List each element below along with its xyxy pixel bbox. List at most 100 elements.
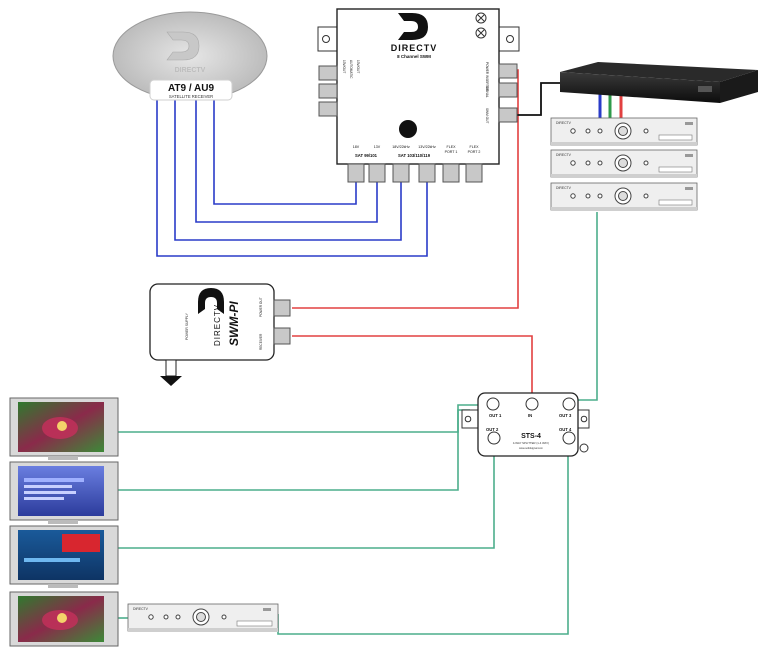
pi-brand: DIRECTV xyxy=(213,304,222,346)
splitter-name: STS-4 xyxy=(521,433,541,440)
pi-power-cord xyxy=(165,359,177,377)
dvr-front xyxy=(560,72,720,103)
swm-right-port-label-3: SWM OUT xyxy=(485,108,489,123)
swm-power-inserter: DIRECTV SWM-PI POWER SUPPLY POWER OUT RE… xyxy=(149,283,291,386)
receiver-2-brand: DIRECTV xyxy=(556,153,572,157)
green-cable-out4-to-receiver xyxy=(277,444,569,635)
receiver-4: DIRECTV xyxy=(127,603,279,632)
pi-port-receiver xyxy=(273,327,291,345)
receiver-1: DIRECTV xyxy=(550,117,698,146)
swm-multiswitch: DIRECTV 8 Channel SWM 13V/OUT AUTOMATIC … xyxy=(317,8,520,183)
splitter-port-out4 xyxy=(562,431,576,445)
receiver-3: DIRECTV xyxy=(550,182,698,211)
splitter-sts4: OUT 1 IN OUT 3 OUT 2 OUT 4 STS-4 4-WAY S… xyxy=(461,392,590,457)
swm-bottom-ports xyxy=(347,163,483,183)
receiver-3-button-icon xyxy=(570,193,576,199)
splitter-port-out2 xyxy=(487,431,501,445)
swm-bottom-label-2: 13V xyxy=(374,145,381,149)
swm-right-port-1 xyxy=(498,63,518,79)
splitter-port-in xyxy=(525,397,539,411)
black-cable-swm-to-dvr xyxy=(505,82,560,116)
pi-logo-icon xyxy=(198,288,224,314)
swm-group-label-2: SAT 103/110/119 xyxy=(398,153,431,158)
swm-bottom-label-5b: PORT 1 xyxy=(445,150,458,154)
blue-cables xyxy=(156,96,428,257)
black-cables xyxy=(505,82,560,116)
dish-subtitle: SATELLITE RECEIVER xyxy=(169,94,213,99)
splitter-label-out2: OUT 2 xyxy=(486,427,499,432)
blue-cable-1 xyxy=(213,96,357,205)
swm-right-port-2 xyxy=(498,82,518,98)
swm-left-port-3 xyxy=(318,101,338,117)
splitter-label-out1: OUT 1 xyxy=(489,413,502,418)
pi-port-power xyxy=(273,299,291,317)
swm-bottom-port-1 xyxy=(347,163,365,183)
pi-power-arrow-icon xyxy=(160,376,182,386)
swm-center-indicator xyxy=(399,120,417,138)
green-cable-out1-to-tv1 xyxy=(118,404,488,433)
swm-bottom-port-2 xyxy=(368,163,386,183)
rgb-cables xyxy=(598,92,612,118)
green-cable-receiver-to-splitter xyxy=(577,212,598,401)
receiver-2: DIRECTV xyxy=(550,149,698,178)
blue-cable-3 xyxy=(174,96,402,241)
tv-3 xyxy=(9,525,119,588)
swm-left-ports: 13V/OUT AUTOMATIC 13V/OUT xyxy=(318,60,360,117)
receiver-4-brand: DIRECTV xyxy=(133,607,149,611)
swm-right-port-label-2: SIGNAL xyxy=(485,86,489,98)
green-cable-out2-to-tv3 xyxy=(118,444,495,549)
dvr-box xyxy=(560,62,758,103)
swm-bottom-port-4 xyxy=(418,163,436,183)
satellite-dish: DIRECTV AT9 / AU9 SATELLITE RECEIVER xyxy=(112,11,268,101)
green-cable-splitter-to-tv2 xyxy=(118,409,470,491)
swm-bottom-label-1: 18V xyxy=(353,145,360,149)
tv-1 xyxy=(9,397,119,460)
swm-left-port-label-3: 13V/OUT xyxy=(356,60,360,73)
swm-bottom-label-6b: PORT 2 xyxy=(468,150,481,154)
receiver-1-brand: DIRECTV xyxy=(556,121,572,125)
swm-bottom-label-3: 18V/22kHz xyxy=(392,145,410,149)
swm-bottom-label-6: FLEX xyxy=(470,145,480,149)
swm-bottom-port-3 xyxy=(392,163,410,183)
swm-left-port-2 xyxy=(318,83,338,99)
swm-bottom-label-4: 13V/22kHz xyxy=(418,145,436,149)
dish-logo-icon xyxy=(166,31,200,61)
swm-bottom-labels: 18V 13V 18V/22kHz 13V/22kHz FLEX PORT 1 … xyxy=(353,145,481,158)
splitter-ground-screw-icon xyxy=(579,443,589,453)
splitter-label-in: IN xyxy=(528,413,532,418)
swm-right-port-3 xyxy=(498,107,518,123)
swm-bottom-port-5 xyxy=(442,163,460,183)
swm-left-port-label-2: AUTOMATIC xyxy=(349,60,353,79)
receiver-3-brand: DIRECTV xyxy=(556,186,572,190)
dvr-top xyxy=(560,62,758,82)
swm-left-port-1 xyxy=(318,65,338,81)
blue-cable-4 xyxy=(156,96,428,257)
splitter-url: www.solidsignal.com xyxy=(519,446,543,450)
dvr-side xyxy=(720,70,758,103)
splitter-body xyxy=(477,392,579,457)
receiver-4-button-icon xyxy=(148,614,154,620)
swm-logo-icon xyxy=(398,13,428,40)
tv-2 xyxy=(9,461,119,524)
splitter-desc: 4-WAY SPLITTER (1-4 WAY) xyxy=(513,441,549,445)
swm-name: 8 Channel SWM xyxy=(397,54,431,59)
pi-body xyxy=(149,283,275,361)
swm-right-port-label-1: POWER INSERTER xyxy=(485,62,489,92)
swm-brand: DIRECTV xyxy=(391,43,438,53)
receiver-2-button-icon xyxy=(570,160,576,166)
swm-bottom-port-6 xyxy=(465,163,483,183)
splitter-label-out3: OUT 3 xyxy=(559,413,572,418)
dish-model: AT9 / AU9 xyxy=(168,83,215,94)
splitter-label-out4: OUT 4 xyxy=(559,427,572,432)
receiver-stack: DIRECTV DIRECTV DIRECTV xyxy=(550,117,698,211)
pi-port-label-receiver: RECEIVER xyxy=(259,333,263,350)
splitter-port-out3 xyxy=(562,397,576,411)
receiver-1-button-icon xyxy=(570,128,576,134)
blue-cable-2 xyxy=(195,96,378,223)
dish-label-box xyxy=(149,79,233,101)
swm-right-ports: POWER INSERTER SIGNAL SWM OUT xyxy=(485,62,518,123)
dvr-display xyxy=(698,86,712,92)
pi-vertical-label: POWER SUPPLY xyxy=(185,312,189,340)
swm-group-label-1: SAT 99/101 xyxy=(355,153,378,158)
